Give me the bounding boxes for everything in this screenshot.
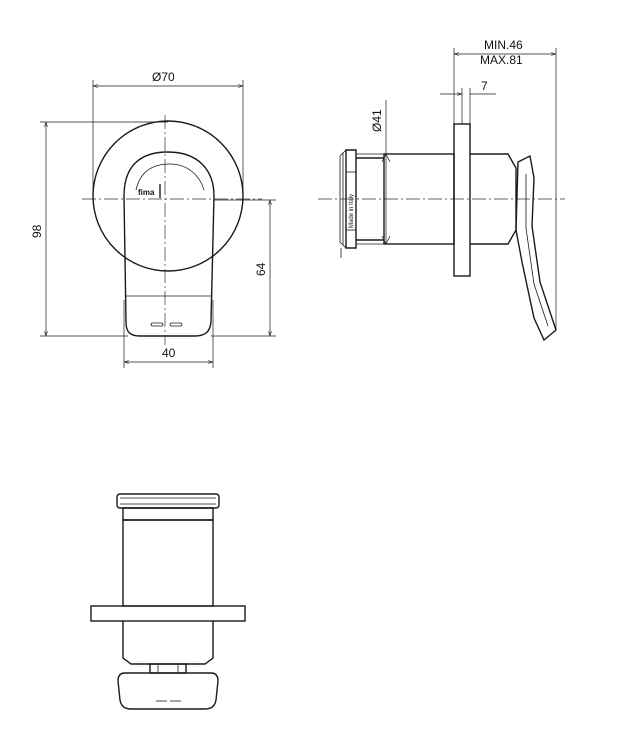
dim-label-o41: Ø41 bbox=[370, 109, 384, 132]
front-handle-inner-curve bbox=[135, 163, 205, 191]
dim-label-7: 7 bbox=[481, 79, 488, 93]
front-handle bbox=[123, 151, 215, 337]
bottom-connector bbox=[149, 663, 187, 674]
front-view: fima Ø70 98 64 40 bbox=[30, 70, 276, 368]
side-nut-label-box bbox=[345, 171, 357, 231]
side-flange bbox=[453, 123, 471, 277]
bottom-cap bbox=[116, 493, 220, 509]
dim-label-min46: MIN.46 bbox=[484, 38, 523, 52]
dim-label-64: 64 bbox=[254, 262, 268, 276]
dim-label-40: 40 bbox=[162, 346, 176, 360]
side-lever-edge bbox=[525, 174, 549, 327]
side-view: Made in Italy Ø41 7 MIN.46 MAX.81 bbox=[318, 38, 565, 342]
dim-label-max81: MAX.81 bbox=[480, 53, 523, 67]
bottom-sleeve bbox=[122, 621, 214, 665]
side-sleeve bbox=[470, 153, 517, 245]
front-slot-right bbox=[169, 322, 183, 327]
dim-label-98: 98 bbox=[30, 224, 44, 238]
dim-label-o70: Ø70 bbox=[152, 70, 175, 84]
bottom-flange bbox=[90, 605, 246, 622]
bottom-view bbox=[90, 493, 246, 710]
brand-logo: fima bbox=[138, 188, 155, 197]
made-in-italy-label: Made in Italy bbox=[349, 194, 355, 228]
bottom-body bbox=[122, 519, 214, 607]
front-slot-left bbox=[150, 322, 164, 327]
escutcheon-circle bbox=[92, 120, 244, 272]
bottom-lever-end bbox=[117, 672, 219, 710]
dim41-arrows bbox=[381, 153, 391, 245]
bottom-cap-base bbox=[122, 507, 214, 521]
side-lever bbox=[515, 154, 557, 342]
